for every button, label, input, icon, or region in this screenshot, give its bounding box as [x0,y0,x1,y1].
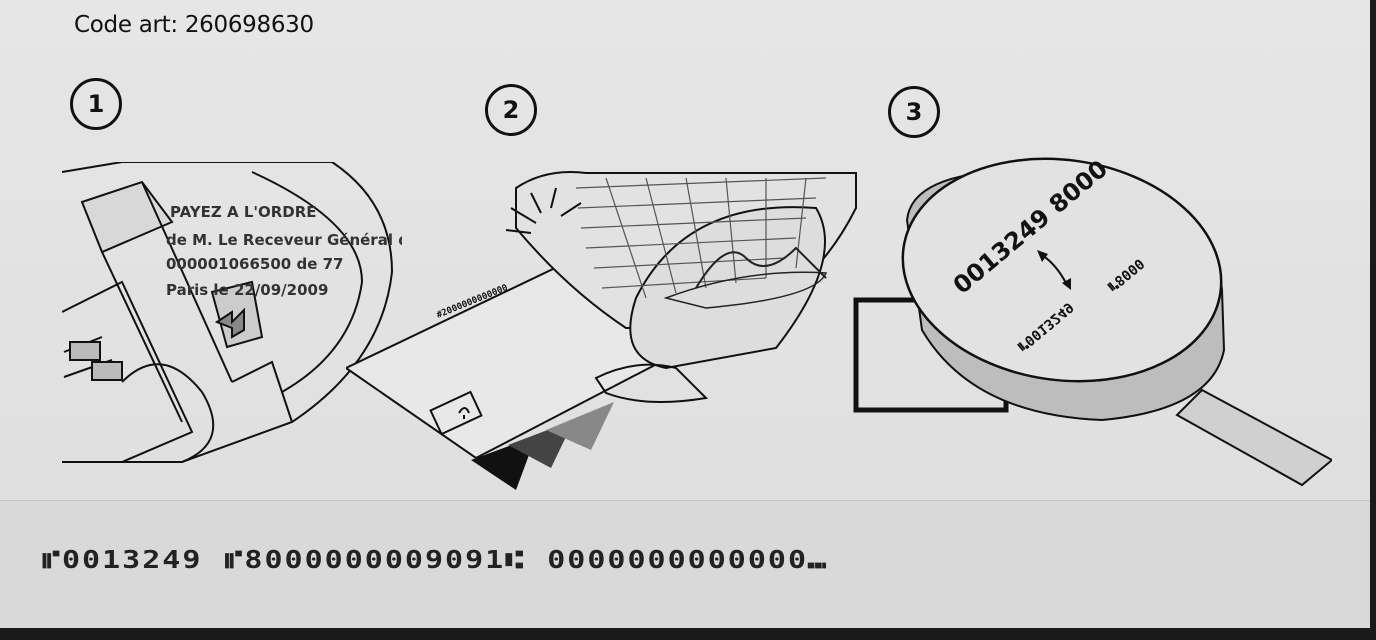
leaflet-page: Code art: 260698630 1 2 3 PAYEZ A L'ORDR… [0,0,1370,628]
code-art-label: Code art: 260698630 [74,12,314,38]
magnifier-illustration: 0013249 8000 ⑈8000 ⑈0013249 [853,155,1332,487]
cheque-overlay-line4: Paris le 22/09/2009 [166,281,328,299]
micr-line: ⑈0013249 ⑈8000000009091⑆ 0000000000000⑉ [42,546,850,575]
swipe-illustration: #2000000000000 [346,171,857,490]
micr-field-1: ⑈0013249 [42,546,203,575]
terminal-illustration: PAYEZ A L'ORDRE de M. Le Receveur Généra… [62,162,402,463]
micr-field-2: ⑈8000000009091⑆ [224,546,526,575]
step-1-badge: 1 [70,78,122,130]
cheque-overlay-line2: de M. Le Receveur Général des Finances [166,231,402,249]
step-3-badge: 3 [888,86,940,138]
step-2-badge: 2 [485,84,537,136]
cheque-overlay-line3: 000001066500 de 77 [166,255,343,273]
micr-band [0,500,1370,628]
cheque-overlay-line1: PAYEZ A L'ORDRE [170,203,317,221]
micr-field-3: 0000000000000⑉ [547,546,829,575]
